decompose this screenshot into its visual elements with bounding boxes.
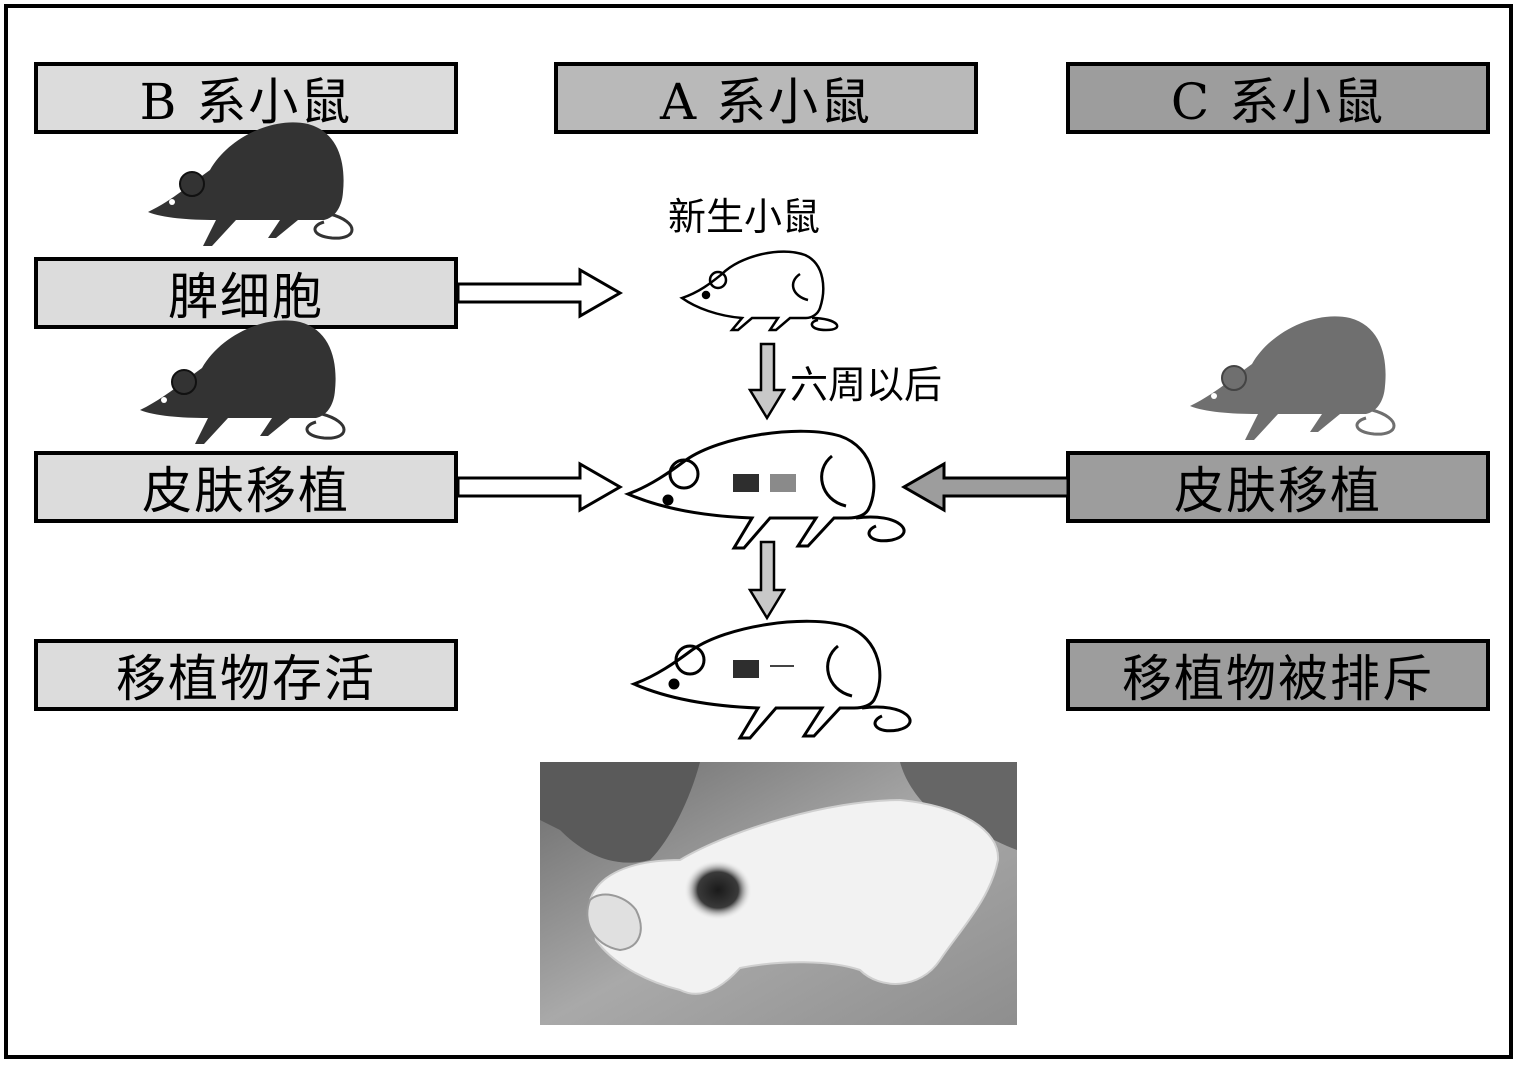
grafted-mouse: [623, 429, 906, 550]
arrow-down-result: [747, 540, 787, 621]
b-strain-mouse-bottom: [140, 320, 346, 444]
graft-survives-box: 移植物存活: [34, 639, 458, 711]
c-strain-header: C 系小鼠: [1066, 62, 1490, 134]
result-mouse: [629, 619, 912, 740]
b-strain-mouse-top: [148, 122, 354, 246]
newborn-mouse: [679, 250, 839, 332]
grafted-mouse-photo: [540, 762, 1017, 1025]
graft-rejected-box: 移植物被排斥: [1066, 639, 1490, 711]
surviving-graft-patch: [733, 660, 759, 678]
six-weeks-later-label: 六周以后: [790, 363, 943, 407]
a-strain-header: A 系小鼠: [554, 62, 978, 134]
skin-graft-b-box: 皮肤移植: [34, 451, 458, 523]
graft-b-patch: [733, 474, 759, 492]
b-strain-header: B 系小鼠: [34, 62, 458, 134]
skin-graft-c-box: 皮肤移植: [1066, 451, 1490, 523]
arrow-c-skin-to-mouse: [900, 461, 1070, 513]
spleen-cells-box: 脾细胞: [34, 257, 458, 329]
graft-c-patch: [770, 474, 796, 492]
c-strain-mouse: [1190, 316, 1396, 440]
newborn-mouse-label: 新生小鼠: [668, 195, 821, 239]
arrow-down-six-weeks: [747, 342, 787, 421]
arrow-spleen-to-newborn: [456, 267, 624, 319]
arrow-b-skin-to-mouse: [456, 461, 624, 513]
